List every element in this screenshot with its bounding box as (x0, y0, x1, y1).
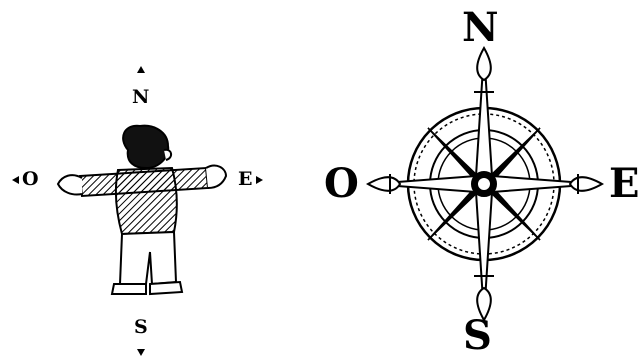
compass-rose-icon (0, 0, 640, 360)
cardinal-directions-illustration: N O E S (0, 0, 640, 360)
